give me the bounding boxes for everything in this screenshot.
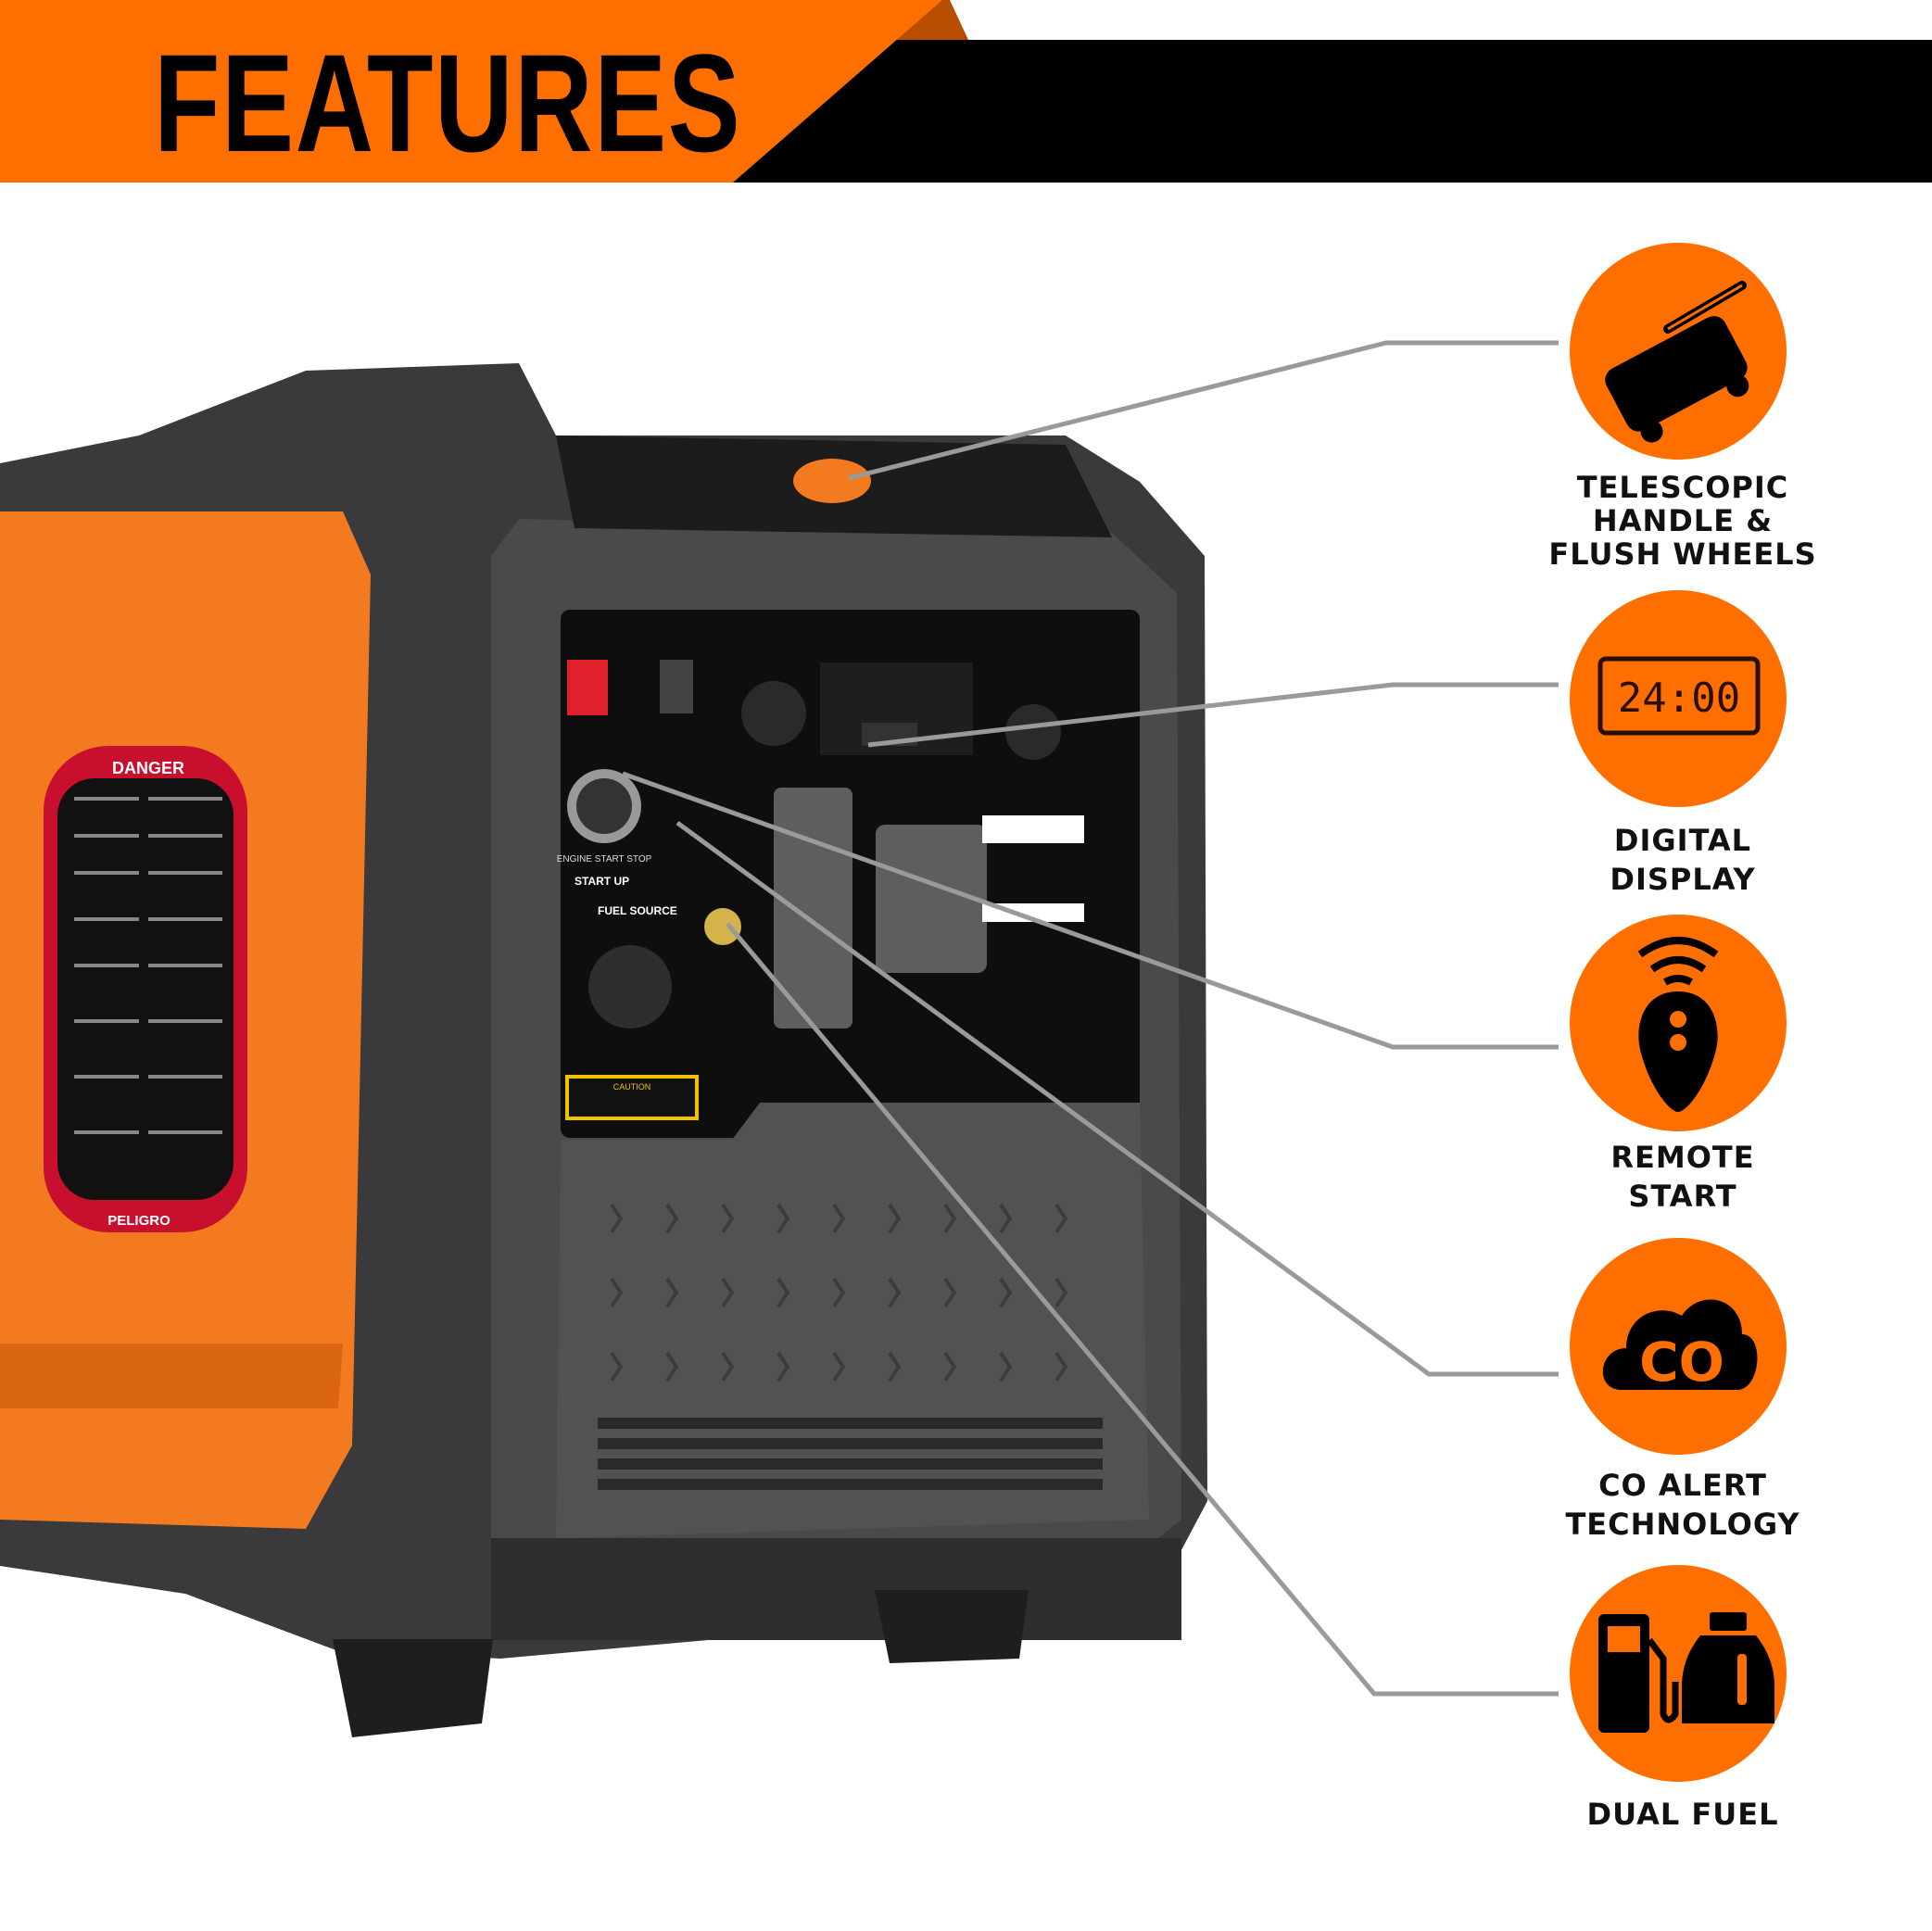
feature-label-dual-fuel: DUAL FUEL [1488, 1798, 1877, 1831]
header-orange-band [0, 0, 942, 183]
peligro-label-text: PELIGRO [107, 1213, 170, 1229]
engine-start-stop-text: ENGINE START STOP [557, 854, 652, 865]
fuel-source-text: FUEL SOURCE [598, 904, 677, 917]
feature-label-line: DISPLAY [1610, 862, 1756, 897]
dual-fuel-icon [1570, 1565, 1787, 1782]
co-icon-text: CO [1639, 1331, 1724, 1394]
handle-release-button [793, 459, 871, 503]
feature-label-line: TELESCOPIC [1576, 470, 1789, 505]
fuel-source-knob [588, 945, 672, 1029]
start-up-text: START UP [575, 875, 629, 888]
co-alert-cloud-icon: CO [1570, 1238, 1787, 1455]
feature-label-remote-start: REMOTE START [1488, 1138, 1877, 1216]
feature-label-line: START [1628, 1179, 1737, 1214]
feature-label-line: DIGITAL [1613, 823, 1752, 858]
generator-product-image: DANGER PELIGRO ENGINE START STOP START U… [0, 363, 1207, 1737]
feature-label-line: FLUSH WHEELS [1548, 536, 1817, 572]
feature-label-line: HANDLE & [1592, 503, 1774, 538]
page-title: FEATURES [154, 25, 742, 181]
leader-lines [622, 340, 1559, 1697]
front-right-foot [875, 1590, 1029, 1663]
feature-label-line: CO ALERT [1598, 1468, 1767, 1503]
leader-line-co [676, 820, 1559, 1377]
hex-vent-pattern [610, 1203, 1068, 1382]
feature-label-line: TECHNOLOGY [1565, 1507, 1800, 1542]
caution-text: CAUTION [613, 1082, 651, 1092]
leader-line-fuel [726, 922, 1559, 1697]
feature-label-line: REMOTE [1610, 1140, 1755, 1175]
telescopic-handle-wheels-icon [1570, 243, 1787, 460]
leader-line-handle [848, 340, 1559, 481]
base-skirt [491, 1538, 1181, 1640]
header-black-band [733, 40, 1932, 183]
remote-start-icon [1570, 915, 1787, 1131]
feature-label-digital-display: DIGITAL DISPLAY [1488, 821, 1877, 899]
danger-label-text: DANGER [112, 759, 184, 777]
exhaust-vents [598, 1418, 1103, 1490]
display-icon-text: 24:00 [1618, 675, 1740, 722]
digital-display-icon: 24:00 [1570, 590, 1787, 807]
feature-label-line: DUAL FUEL [1586, 1797, 1779, 1832]
front-left-foot [333, 1639, 493, 1737]
leader-line-remote [622, 771, 1559, 1050]
feature-label-co-alert: CO ALERT TECHNOLOGY [1488, 1466, 1877, 1544]
feature-label-telescopic-handle: TELESCOPIC HANDLE & FLUSH WHEELS [1488, 471, 1877, 571]
leader-line-display [867, 682, 1559, 748]
caution-label [565, 1075, 699, 1120]
